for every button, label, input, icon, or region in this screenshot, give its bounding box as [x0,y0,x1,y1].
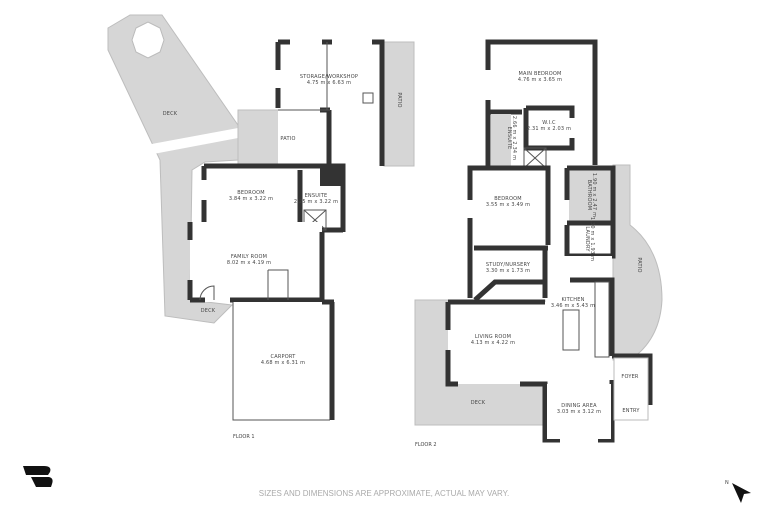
room-label-laundry: LAUNDRY [584,226,590,252]
room-label-patio: PATIO [280,136,295,142]
room-size-bedroom-2: 3.55 m x 3.49 m [486,202,530,208]
floor-2-label: FLOOR 2 [415,442,437,448]
room-size-living: 4.13 m x 4.22 m [471,340,515,346]
room-size-kitchen: 3.46 m x 5.43 m [551,303,595,309]
room-size-dining: 3.03 m x 3.12 m [557,409,601,415]
room-label-bedroom-2: BEDROOM [494,196,522,202]
room-label-study: STUDY/NURSERY [486,262,531,268]
north-arrow-icon: N [725,480,751,503]
room-label-wic: W.I.C [542,120,556,126]
room-size-ensuite-1: 2.25 m x 3.22 m [294,199,338,205]
patio-curved-area [612,164,663,361]
floor-1 [107,14,415,421]
room-label-ensuite-1: ENSUITE [305,193,328,199]
room-size-main-bedroom: 4.76 m x 3.65 m [518,77,562,83]
svg-text:N: N [725,480,729,486]
room-label-storage: STORAGE/WORKSHOP [300,74,358,80]
room-size-bathroom: 1.90 m x 2.47 m [591,173,597,217]
disclaimer: SIZES AND DIMENSIONS ARE APPROXIMATE, AC… [258,489,510,498]
floor-2 [414,39,663,443]
room-label-kitchen: KITCHEN [561,297,584,303]
room-label-bedroom-1: BEDROOM [237,190,265,196]
room-label-entry: ENTRY [622,408,640,414]
brand-logo-icon [23,466,53,487]
room-label-dining: DINING AREA [561,403,597,409]
room-size-wic: 2.31 m x 2.03 m [527,126,571,132]
room-label-family: FAMILY ROOM [231,254,267,260]
room-size-laundry: 1.30 m x 1.93 m [589,217,595,261]
room-size-ensuite-2: 2.66 m x 2.34 m [511,116,517,160]
room-label-carport: CARPORT [271,354,297,360]
room-label-foyer: FOYER [621,374,639,380]
room-label-ensuite-2: ENSUITE [506,127,512,150]
floor-1-label: FLOOR 1 [233,434,255,440]
room-label-patio-side: PATIO [396,92,402,107]
octagon-feature [131,21,165,59]
patio-side-area [383,41,415,167]
room-label-living: LIVING ROOM [475,334,511,340]
room-label-deck: DECK [163,111,178,117]
room-size-study: 3.30 m x 1.73 m [486,268,530,274]
room-size-family: 8.02 m x 4.19 m [227,260,271,266]
room-label-main-bedroom: MAIN BEDROOM [518,71,561,77]
room-label-deck-small: DECK [201,308,216,314]
room-size-storage: 4.75 m x 6.63 m [307,80,351,86]
deck-strip [130,128,238,158]
room-label-patio-2: PATIO [636,257,642,272]
room-label-deck-2: DECK [471,400,486,406]
room-size-bedroom-1: 3.84 m x 3.22 m [229,196,273,202]
room-size-carport: 4.68 m x 6.31 m [261,360,305,366]
room-label-bathroom: BATHROOM [586,180,592,211]
